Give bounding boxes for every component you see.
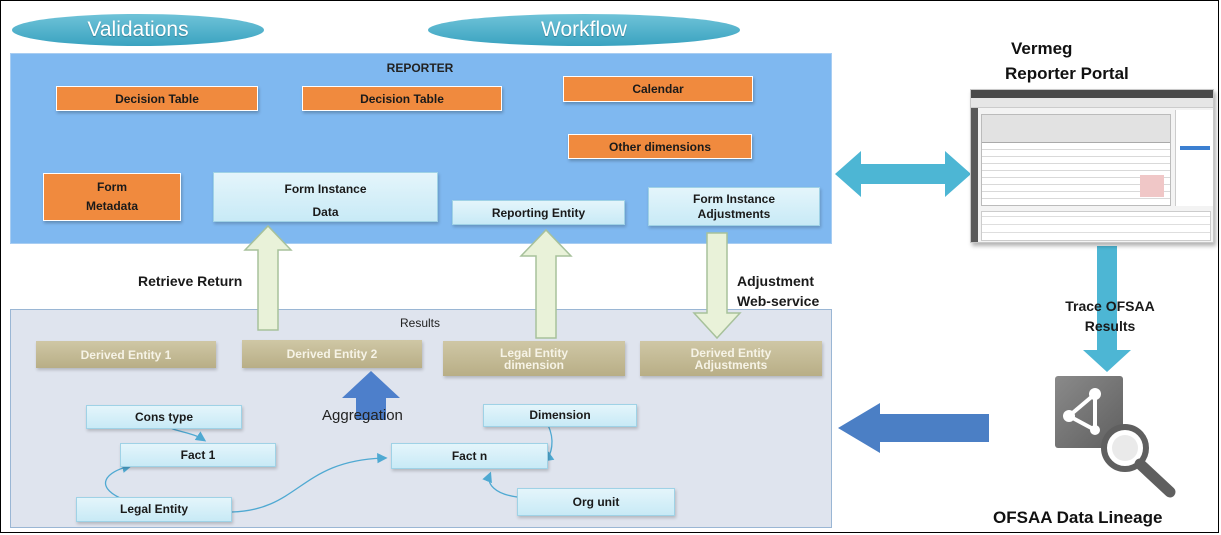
- org-unit-box: Org unit: [517, 488, 675, 516]
- derived-entity-adjustments-box: Derived Entity Adjustments: [640, 341, 822, 376]
- network-icon: [1063, 388, 1101, 435]
- form-instance-adjustments-line1: Form Instance: [692, 192, 776, 206]
- form-instance-adjustments-line2: Adjustments: [697, 207, 771, 221]
- portal-toolbar: [971, 98, 1213, 108]
- legal-entity-up-arrow: [519, 228, 573, 339]
- portal-grid-header: [982, 115, 1170, 143]
- adjustment-label-line1: Adjustment: [737, 273, 814, 289]
- lineage-title: OFSAA Data Lineage: [993, 508, 1163, 527]
- cons-type-box: Cons type: [86, 405, 242, 429]
- reporting-entity-box: Reporting Entity: [452, 200, 625, 225]
- adjustment-webservice-label: Adjustment Web-service: [737, 271, 819, 311]
- portal-bottom-table: [981, 211, 1211, 241]
- fact-1-box: Fact 1: [120, 443, 276, 467]
- form-metadata-line2: Metadata: [85, 199, 138, 213]
- adjustment-down-arrow: [692, 232, 742, 340]
- portal-grid: [981, 114, 1171, 206]
- form-metadata-line1: Form: [97, 180, 127, 194]
- portal-grid-highlight: [1140, 175, 1164, 197]
- form-instance-data-box: Form Instance Data: [213, 172, 438, 222]
- lineage-icon: [1055, 376, 1123, 448]
- fact-n-box: Fact n: [391, 443, 548, 469]
- trace-results-label: Trace OFSAA Results: [1040, 296, 1180, 336]
- adjustment-label-line2: Web-service: [737, 293, 820, 309]
- decision-table-1: Decision Table: [56, 86, 258, 111]
- portal-side-panel: [1175, 110, 1213, 206]
- aggregation-label: Aggregation: [322, 407, 403, 424]
- workflow-pill: Workflow: [428, 14, 740, 46]
- portal-left-nav: [971, 108, 978, 242]
- portal-double-arrow: [835, 151, 971, 197]
- retrieve-return-label: Retrieve Return: [138, 273, 243, 289]
- portal-screenshot: [970, 89, 1214, 243]
- portal-title-line1: Vermeg: [1011, 39, 1073, 58]
- lineage-left-arrow: [838, 403, 989, 453]
- legal-entity-dimension-line1: Legal Entity: [499, 345, 568, 360]
- form-instance-data-line2: Data: [312, 205, 339, 219]
- derived-entity-adjustments-line1: Derived Entity: [690, 345, 772, 360]
- portal-side-selected: [1180, 146, 1210, 150]
- form-instance-data-line1: Form Instance: [284, 182, 367, 196]
- trace-down-arrow: [1083, 246, 1131, 372]
- form-metadata-box: Form Metadata: [43, 173, 181, 221]
- aggregation-arrow: [342, 371, 400, 420]
- calendar-box: Calendar: [563, 76, 753, 102]
- decision-table-2: Decision Table: [302, 86, 502, 111]
- form-instance-adjustments-box: Form Instance Adjustments: [648, 187, 820, 226]
- legal-entity-to-fact1-connector: [105, 462, 133, 499]
- results-title: Results: [399, 316, 440, 330]
- dimension-box: Dimension: [483, 404, 637, 427]
- portal-title-line2: Reporter Portal: [1005, 64, 1129, 83]
- retrieve-return-arrow: [243, 224, 293, 331]
- legal-entity-dimension-line2: dimension: [503, 357, 564, 372]
- legal-entity-box: Legal Entity: [76, 497, 232, 522]
- org-unit-to-factn-connector: [482, 471, 518, 498]
- validations-pill: Validations: [12, 14, 264, 46]
- legal-entity-to-factn-connector: [231, 452, 388, 513]
- derived-entity-1-box: Derived Entity 1: [36, 341, 216, 368]
- derived-entity-adjustments-line2: Adjustments: [694, 357, 768, 372]
- portal-topbar: [971, 90, 1213, 98]
- other-dimensions-box: Other dimensions: [568, 134, 752, 159]
- trace-results-line1: Trace OFSAA: [1065, 298, 1155, 314]
- trace-results-line2: Results: [1084, 318, 1136, 334]
- legal-entity-dimension-box: Legal Entity dimension: [443, 341, 625, 376]
- derived-entity-2-box: Derived Entity 2: [242, 340, 422, 368]
- reporter-title: REPORTER: [386, 61, 454, 75]
